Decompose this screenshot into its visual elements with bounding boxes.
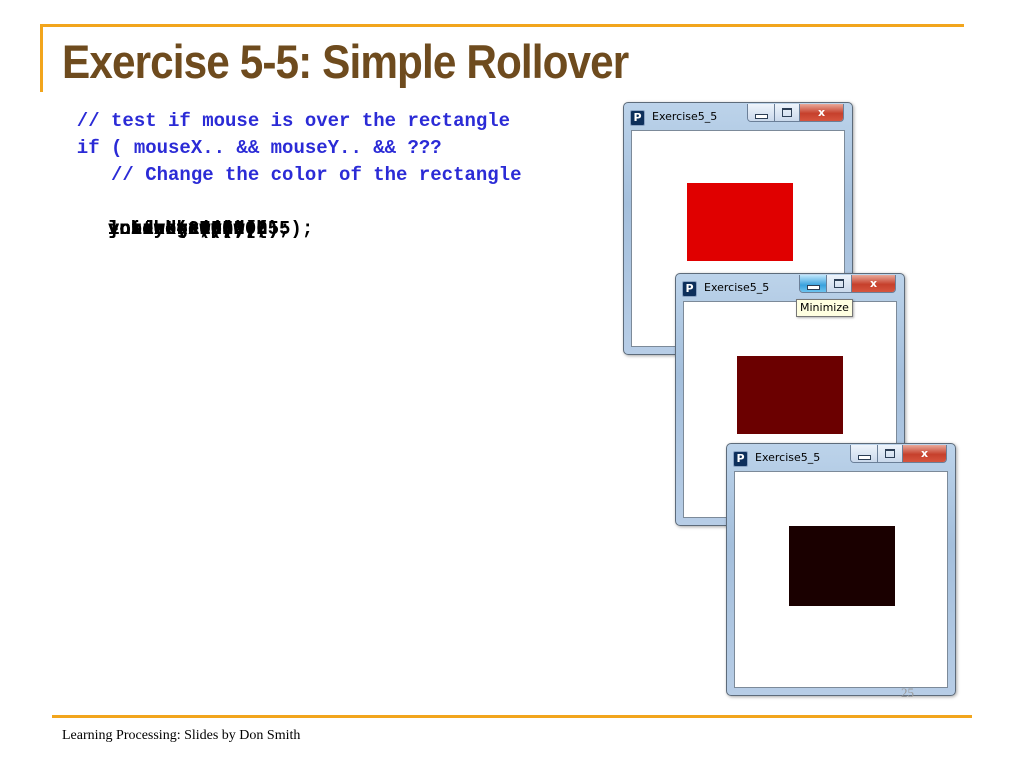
code-line: if ( mouseX.. && mouseY.. && ??? bbox=[54, 137, 442, 159]
code-line: int y = 50; bbox=[108, 218, 234, 240]
app-window-3[interactable]: P Exercise5_5 x bbox=[726, 443, 956, 696]
code-line: stroke(255); bbox=[108, 218, 268, 240]
window-controls: x bbox=[747, 104, 844, 122]
code-comment-line: // test if mouse is over the rectangle bbox=[54, 110, 511, 132]
code-line: size(200,200); bbox=[108, 218, 291, 240]
sketch-rectangle bbox=[687, 183, 793, 261]
close-button[interactable]: x bbox=[852, 275, 895, 292]
minimize-icon bbox=[754, 113, 768, 119]
sketch-rectangle bbox=[737, 356, 843, 434]
maximize-icon bbox=[782, 108, 792, 117]
title-rule-left bbox=[40, 24, 43, 92]
window-title: Exercise5_5 bbox=[704, 281, 770, 294]
code-listing: int x = 50;int y = 50;int w = 100;int h … bbox=[54, 108, 522, 240]
code-line: void setup() { bbox=[108, 218, 268, 240]
minimize-tooltip: Minimize bbox=[796, 299, 853, 317]
maximize-button[interactable] bbox=[827, 275, 852, 292]
processing-app-icon: P bbox=[682, 281, 697, 297]
minimize-icon bbox=[806, 284, 820, 290]
close-icon: x bbox=[920, 447, 929, 460]
window-title: Exercise5_5 bbox=[652, 110, 718, 123]
code-line: void draw() { bbox=[108, 218, 257, 240]
footer-rule bbox=[52, 715, 972, 718]
window-controls: x bbox=[850, 445, 947, 463]
minimize-button[interactable] bbox=[851, 445, 878, 462]
maximize-button[interactable] bbox=[878, 445, 903, 462]
footer-text: Learning Processing: Slides by Don Smith bbox=[62, 728, 301, 743]
slide-title: Exercise 5-5: Simple Rollover bbox=[62, 35, 629, 88]
processing-app-icon: P bbox=[630, 110, 645, 126]
minimize-icon bbox=[857, 454, 871, 460]
maximize-button[interactable] bbox=[775, 104, 800, 121]
code-line: int x = 50; bbox=[108, 218, 234, 240]
close-button[interactable]: x bbox=[800, 104, 843, 121]
processing-app-icon: P bbox=[733, 451, 748, 467]
code-line: rect(x,y,w,h); bbox=[108, 218, 291, 240]
window-titlebar[interactable]: P Exercise5_5 x bbox=[727, 444, 955, 471]
window-controls: x bbox=[799, 275, 896, 293]
code-line: } bbox=[108, 218, 120, 240]
code-comment-line: // Change the color of the rectangle bbox=[54, 164, 522, 186]
slide-number: 25 bbox=[901, 685, 914, 700]
minimize-button[interactable] bbox=[800, 275, 827, 292]
code-line: int w = 100; bbox=[108, 218, 245, 240]
minimize-button[interactable] bbox=[748, 104, 775, 121]
close-icon: x bbox=[817, 106, 826, 119]
sketch-canvas[interactable] bbox=[734, 471, 948, 688]
window-title: Exercise5_5 bbox=[755, 451, 821, 464]
close-icon: x bbox=[869, 277, 878, 290]
maximize-icon bbox=[834, 279, 844, 288]
code-line: } bbox=[108, 218, 120, 240]
sketch-rectangle bbox=[789, 526, 895, 606]
close-button[interactable]: x bbox=[903, 445, 946, 462]
window-titlebar[interactable]: P Exercise5_5 x bbox=[624, 103, 852, 130]
title-rule-top bbox=[40, 24, 964, 27]
code-line: background(255); bbox=[108, 218, 314, 240]
code-line: int h = 75; bbox=[108, 218, 234, 240]
maximize-icon bbox=[885, 449, 895, 458]
window-titlebar[interactable]: P Exercise5_5 x bbox=[676, 274, 904, 301]
